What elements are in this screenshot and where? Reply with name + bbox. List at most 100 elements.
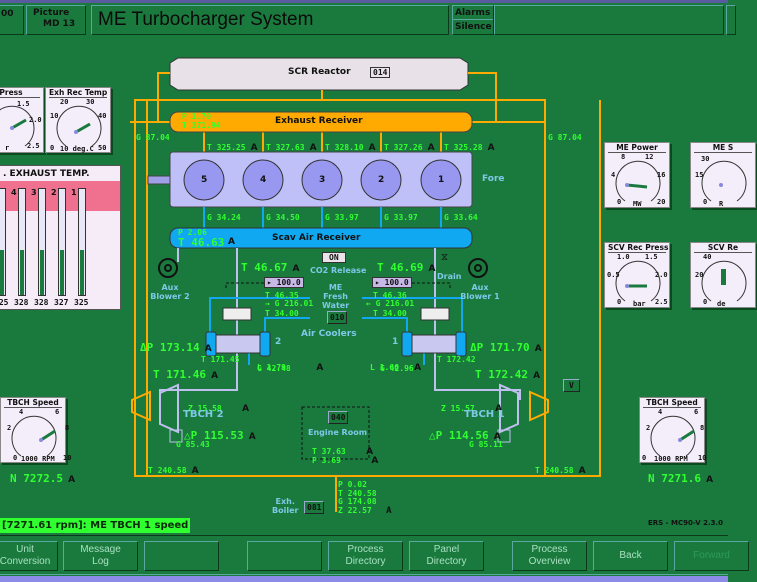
unit-conversion-button[interactable]: Unit Conversion: [0, 541, 58, 571]
fw-setpoint-right[interactable]: ▸ 100.0: [372, 277, 412, 288]
scav-press-gauge[interactable]: Press 1.5 2.0 2.5 r: [0, 87, 44, 153]
gauge-dial: [11, 415, 57, 457]
scav-flow-2: G 33.97: [384, 213, 418, 222]
alarm-buttons: Alarms Silence: [452, 5, 494, 35]
scr-code-button[interactable]: 014: [370, 67, 391, 78]
cylinder-2-label[interactable]: 2: [378, 175, 385, 185]
message-log-button[interactable]: Message Log: [63, 541, 138, 571]
cylinder-4-label[interactable]: 4: [260, 175, 267, 185]
piping-diagram: [130, 57, 601, 512]
fore-label: Fore: [482, 174, 505, 184]
engine-room-code-button[interactable]: 040: [328, 411, 349, 424]
tbch-2-dp: △P 115.53 A: [184, 429, 256, 442]
silence-button[interactable]: Silence: [455, 22, 492, 32]
air-cooler-2-shape: [205, 331, 271, 357]
status-message[interactable]: [7271.61 rpm]: ME TBCH 1 speed: [0, 518, 191, 533]
exh-rec-temp-gauge[interactable]: Exh Rec Temp 0 10 20 30 40 50 10 deg.C: [45, 87, 111, 153]
tbch-2-flow: G 85.43: [176, 440, 210, 449]
me-speed-gauge[interactable]: ME S 0 15 30 R: [690, 142, 756, 208]
fresh-water-code-button[interactable]: 010: [327, 311, 348, 324]
back-button[interactable]: Back: [593, 541, 668, 571]
engine-room-pressure: P 3.69 A: [312, 456, 379, 466]
cylinder-5-label[interactable]: 5: [201, 175, 208, 185]
air-cooler-1-level: L 1.66 A: [370, 363, 422, 373]
exhaust-receiver-label: Exhaust Receiver: [275, 116, 363, 126]
scav-flow-4: G 34.50: [266, 213, 300, 222]
exhaust-receiver-pressure: P 1.70: [182, 112, 211, 121]
cylinder-4-shape: [242, 159, 284, 201]
air-cooler-2-t-in: T 171.46 A: [153, 368, 219, 381]
taskbar: [0, 576, 728, 582]
cyl-exh-temp-1: T 325.28 A: [444, 143, 495, 153]
fw-setpoint-left[interactable]: ▸ 100.0: [264, 277, 304, 288]
header-left-code-box[interactable]: 00: [0, 5, 24, 35]
exhaust-receiver-temp: T 371.94: [182, 121, 221, 130]
tbch-1-flow: G 85.11: [469, 440, 503, 449]
scv-rec-press-gauge[interactable]: SCV Rec Press 0 0.5 1.0 1.5 2.0 2.5 bar: [604, 242, 670, 308]
exhaust-flow-right: G 87.04: [548, 133, 582, 142]
aux-blower-1-label[interactable]: Aux Blower 1: [460, 283, 500, 301]
tbch-2-speed-gauge[interactable]: TBCH Speed 0 2 4 6 8 10 1000 RPM: [0, 397, 71, 463]
exhaust-temp-value: 328: [34, 298, 49, 307]
exhaust-temp-bar: [78, 188, 86, 296]
drain-valve-icon[interactable]: ⧖: [441, 252, 449, 263]
cylinder-5-shape: [183, 159, 225, 201]
picture-box: Picture MD 13: [26, 5, 86, 35]
cyl-exh-temp-2: T 327.26 A: [384, 143, 435, 153]
scv-rec-temp-gauge[interactable]: SCV Re 0 20 40 de: [690, 242, 756, 308]
scav-flow-3: G 33.97: [325, 213, 359, 222]
exh-boiler-code-button[interactable]: 081: [304, 501, 325, 514]
title-box: ME Turbocharger System: [91, 5, 449, 35]
air-cooler-2-dp: ΔP 173.14 A: [140, 341, 212, 354]
scav-receiver-label: Scav Air Receiver: [272, 233, 361, 243]
process-directory-button[interactable]: Process Directory: [328, 541, 403, 571]
air-cooler-1-t-in: T 172.42 A: [475, 368, 541, 381]
v-button[interactable]: V: [563, 379, 580, 392]
air-cooler-1-t-after: T 172.42: [437, 355, 476, 364]
scav-flow-5: G 34.24: [207, 213, 241, 222]
aux-blower-1-shape: [468, 258, 488, 278]
blank-button-2[interactable]: [247, 541, 322, 571]
forward-button[interactable]: Forward: [674, 541, 749, 571]
air-cooler-2-number: 2: [275, 337, 282, 347]
gauge-dial: [56, 105, 102, 147]
aux-blower-2-label[interactable]: Aux Blower 2: [150, 283, 190, 301]
engine-shaft: [147, 175, 171, 185]
cyl-exh-temp-3: T 328.10 A: [325, 143, 376, 153]
gauge-needle: [626, 183, 648, 189]
tbch-2-label[interactable]: TBCH 2: [183, 409, 224, 420]
blank-button-1[interactable]: [144, 541, 219, 571]
water-mist-catcher-2: [222, 307, 252, 321]
exhaust-temp-cyl-number: 4: [11, 188, 17, 197]
exhaust-temp-bar-fill: [80, 250, 84, 295]
alarms-button[interactable]: Alarms: [453, 6, 493, 20]
exhaust-temp-bar: [38, 188, 46, 296]
exhaust-temp-value: 327: [54, 298, 69, 307]
tbch-1-z: Z 15.57 A: [441, 404, 503, 414]
turbocharger-1-shape: [497, 383, 549, 443]
exhaust-temp-bar: [58, 188, 66, 296]
gauge-dial: [701, 260, 747, 302]
gauge-dial: [615, 160, 661, 202]
exhaust-temp-bar: [0, 188, 6, 296]
exhaust-temp-panel[interactable]: . EXHAUST TEMP. 3254328332823271325: [0, 165, 121, 310]
gauge-dial: [650, 415, 696, 457]
fresh-water-label: ME Fresh Water: [322, 283, 350, 310]
panel-directory-button[interactable]: Panel Directory: [409, 541, 484, 571]
gauge-needle: [75, 122, 91, 134]
tbch-1-speed-gauge[interactable]: TBCH Speed 0 2 4 6 8 10 1000 RPM: [639, 397, 706, 463]
tbch-2-speed-readout: N 7272.5 A: [10, 472, 76, 485]
scr-bypass-right: [468, 72, 497, 123]
page-title: ME Turbocharger System: [98, 9, 314, 30]
tbch-1-label[interactable]: TBCH 1: [464, 409, 505, 420]
scav-temp-left: T 46.67 A: [241, 261, 300, 274]
scav-receiver-temp: T 46.63: [178, 236, 225, 249]
exhaust-temp-bar-fill: [20, 250, 24, 295]
process-overview-button[interactable]: Process Overview: [512, 541, 587, 571]
exhaust-temp-title: . EXHAUST TEMP.: [3, 169, 90, 179]
cylinder-3-label[interactable]: 3: [319, 175, 326, 185]
me-power-gauge[interactable]: ME Power 0 4 8 12 16 20 MW: [604, 142, 670, 208]
cylinder-1-label[interactable]: 1: [438, 175, 445, 185]
co2-release-button[interactable]: ON: [322, 252, 346, 263]
